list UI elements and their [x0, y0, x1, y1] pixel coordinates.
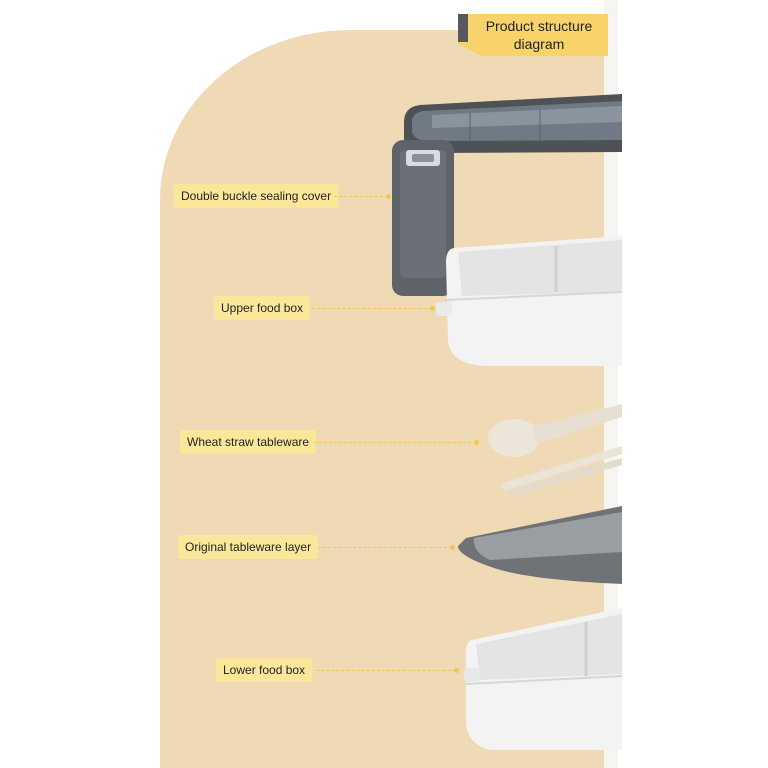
callout-leader-cover — [334, 196, 388, 197]
callout-leader-tableware — [314, 442, 476, 443]
callout-leader-tableware-layer — [318, 547, 452, 548]
callout-label-tableware: Wheat straw tableware — [180, 430, 317, 454]
callout-label-tableware-layer: Original tableware layer — [178, 535, 319, 559]
callout-dot-tableware — [474, 440, 479, 445]
diagram-title: Product structure diagram — [485, 18, 593, 52]
callout-dot-upper-box — [430, 306, 435, 311]
upper-food-box-part — [436, 236, 623, 366]
title-badge-fold — [458, 14, 468, 42]
lower-food-box-part — [464, 608, 623, 750]
callout-leader-upper-box — [312, 308, 432, 309]
callout-dot-cover — [386, 194, 391, 199]
callout-leader-lower-box — [316, 670, 456, 671]
callout-label-cover: Double buckle sealing cover — [174, 184, 339, 208]
sealing-cover-part — [392, 94, 622, 296]
callout-dot-tableware-layer — [450, 545, 455, 550]
tableware-layer-part — [458, 506, 622, 584]
callout-label-upper-box: Upper food box — [214, 296, 311, 320]
callout-dot-lower-box — [454, 668, 459, 673]
tableware-part — [488, 404, 622, 496]
title-badge — [458, 14, 608, 56]
callout-label-lower-box: Lower food box — [216, 658, 313, 682]
